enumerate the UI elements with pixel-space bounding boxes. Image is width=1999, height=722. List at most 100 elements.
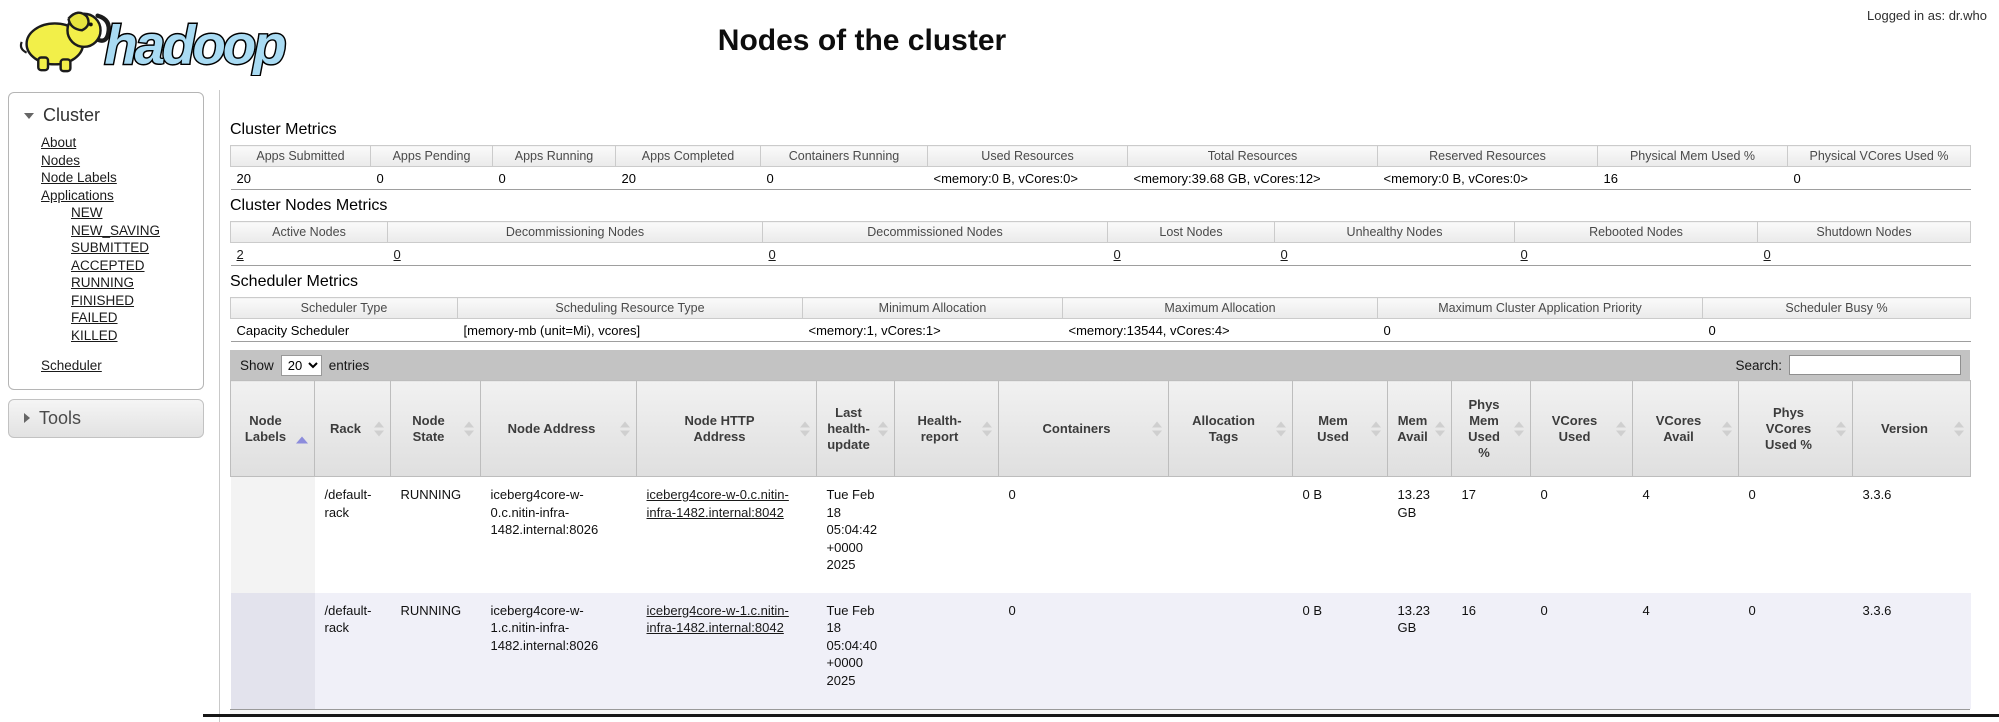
metric-value: <memory:1, vCores:1> [802, 318, 1063, 342]
node-http-link[interactable]: iceberg4core-w-0.c.nitin-infra-1482.inte… [646, 487, 789, 520]
sidebar-item-new[interactable]: NEW [71, 205, 103, 220]
metric-value: <memory:0 B, vCores:0> [1377, 166, 1598, 190]
lost-nodes-link[interactable]: 0 [1113, 246, 1121, 262]
table-row: 2 0 0 0 0 0 0 [230, 242, 1971, 266]
col-node-state[interactable]: Node State [390, 380, 481, 477]
node-http-link[interactable]: iceberg4core-w-1.c.nitin-infra-1482.inte… [646, 602, 789, 636]
unhealthy-nodes-link[interactable]: 0 [1280, 246, 1288, 262]
col-allocation-tags[interactable]: Allocation Tags [1168, 380, 1293, 477]
sort-icon [1836, 421, 1846, 436]
rebooted-nodes-link[interactable]: 0 [1520, 246, 1528, 262]
sidebar-item-nodes[interactable]: Nodes [41, 152, 81, 168]
list-item: RUNNING [71, 275, 203, 292]
sidebar-item-scheduler[interactable]: Scheduler [41, 358, 102, 373]
decommissioned-nodes-link[interactable]: 0 [768, 246, 776, 262]
sidebar-item-new-saving[interactable]: NEW_SAVING [71, 222, 161, 238]
sort-icon [1152, 421, 1162, 436]
cell-phys-vcores-used: 0 [1738, 592, 1853, 709]
cell-containers: 0 [998, 592, 1169, 709]
expand-triangle-icon [24, 413, 30, 423]
col-rebooted-nodes: Rebooted Nodes [1514, 221, 1758, 243]
sidebar-item-failed[interactable]: FAILED [71, 310, 118, 325]
cell-phys-mem-used: 17 [1451, 476, 1531, 593]
col-node-labels[interactable]: Node Labels [230, 380, 315, 477]
metric-value: Capacity Scheduler [230, 318, 458, 342]
col-unhealthy-nodes: Unhealthy Nodes [1274, 221, 1515, 243]
sidebar-item-submitted[interactable]: SUBMITTED [71, 240, 150, 255]
search-input[interactable] [1789, 355, 1961, 375]
sidebar: Cluster About Nodes Node Labels Applicat… [8, 92, 204, 438]
cell-phys-mem-used: 16 [1451, 592, 1531, 709]
sidebar-item-node-labels[interactable]: Node Labels [41, 170, 117, 185]
col-scheduler-type: Scheduler Type [230, 297, 458, 319]
sidebar-item-running[interactable]: RUNNING [71, 275, 134, 290]
metric-value: 0 [1702, 318, 1971, 342]
col-decommissioning-nodes: Decommissioning Nodes [387, 221, 763, 243]
shutdown-nodes-link[interactable]: 0 [1763, 246, 1771, 262]
col-mem-avail[interactable]: Mem Avail [1387, 380, 1452, 477]
metric-value: 0 [1787, 166, 1971, 190]
cluster-metrics-heading: Cluster Metrics [230, 121, 337, 138]
sidebar-item-accepted[interactable]: ACCEPTED [71, 257, 145, 273]
cluster-panel: Cluster About Nodes Node Labels Applicat… [8, 92, 204, 390]
cell-node-labels [230, 592, 315, 709]
entries-label: entries [328, 357, 370, 373]
metric-value: 0 [1377, 318, 1703, 342]
sort-icon [1514, 421, 1524, 436]
col-vcores-avail[interactable]: VCores Avail [1632, 380, 1739, 477]
sidebar-item-about[interactable]: About [41, 135, 77, 150]
header: hadoop Nodes of the cluster Logged in as… [0, 0, 1999, 108]
content-divider [219, 90, 220, 722]
col-used-resources: Used Resources [927, 145, 1128, 167]
sidebar-item-finished[interactable]: FINISHED [71, 292, 135, 308]
col-node-address[interactable]: Node Address [480, 380, 637, 477]
table-row: 20 0 0 20 0 <memory:0 B, vCores:0> <memo… [230, 166, 1971, 190]
col-shutdown-nodes: Shutdown Nodes [1757, 221, 1971, 243]
sort-icon [1276, 421, 1286, 436]
sort-icon [1435, 421, 1445, 436]
col-phys-mem-used[interactable]: Phys Mem Used % [1451, 380, 1531, 477]
tools-section-header[interactable]: Tools [8, 398, 204, 438]
cell-vcores-avail: 4 [1632, 592, 1739, 709]
main-content: Cluster Metrics Apps Submitted Apps Pend… [230, 108, 1971, 717]
cell-node-state: RUNNING [390, 476, 481, 593]
sidebar-item-killed[interactable]: KILLED [71, 327, 118, 343]
metric-value: 16 [1597, 166, 1788, 190]
cluster-nodes-metrics-heading: Cluster Nodes Metrics [230, 197, 388, 214]
col-decommissioned-nodes: Decommissioned Nodes [762, 221, 1108, 243]
cell-node-state: RUNNING [390, 592, 481, 709]
cell-mem-avail: 13.23 GB [1387, 592, 1452, 709]
col-apps-pending: Apps Pending [370, 145, 493, 167]
table-toolbar: Show 20 entries Search: [230, 350, 1970, 380]
list-item: NEW_SAVING [71, 223, 203, 240]
cell-allocation-tags [1168, 592, 1293, 709]
col-phys-vcores-used[interactable]: Phys VCores Used % [1738, 380, 1853, 477]
col-node-http-address[interactable]: Node HTTP Address [636, 380, 817, 477]
sort-icon [982, 421, 992, 436]
sidebar-item-applications[interactable]: Applications [41, 187, 114, 203]
col-containers[interactable]: Containers [998, 380, 1169, 477]
col-containers-running: Containers Running [760, 145, 928, 167]
active-nodes-link[interactable]: 2 [236, 246, 244, 262]
cell-rack: /default-rack [314, 476, 391, 593]
cluster-nav: About Nodes Node Labels Applications [41, 135, 203, 204]
sort-icon [1722, 421, 1732, 436]
page-size-select[interactable]: 20 [280, 354, 322, 376]
list-item: KILLED [71, 328, 203, 345]
cell-node-http-address: iceberg4core-w-0.c.nitin-infra-1482.inte… [636, 476, 817, 593]
col-health-report[interactable]: Health-report [894, 380, 999, 477]
col-scheduler-busy: Scheduler Busy % [1702, 297, 1971, 319]
metric-value: 0 [387, 242, 763, 266]
cluster-section-header[interactable]: Cluster [9, 99, 203, 133]
cell-node-http-address: iceberg4core-w-1.c.nitin-infra-1482.inte… [636, 592, 817, 709]
cell-last-health-update: Tue Feb 18 05:04:42 +0000 2025 [816, 476, 895, 593]
sort-icon [464, 421, 474, 436]
col-maximum-allocation: Maximum Allocation [1062, 297, 1378, 319]
col-vcores-used[interactable]: VCores Used [1530, 380, 1633, 477]
col-version[interactable]: Version [1852, 380, 1971, 477]
col-rack[interactable]: Rack [314, 380, 391, 477]
scheduler-metrics-table: Scheduler Type Scheduling Resource Type … [230, 297, 1971, 342]
col-last-health-update[interactable]: Last health-update [816, 380, 895, 477]
decommissioning-nodes-link[interactable]: 0 [393, 246, 401, 262]
col-mem-used[interactable]: Mem Used [1292, 380, 1388, 477]
